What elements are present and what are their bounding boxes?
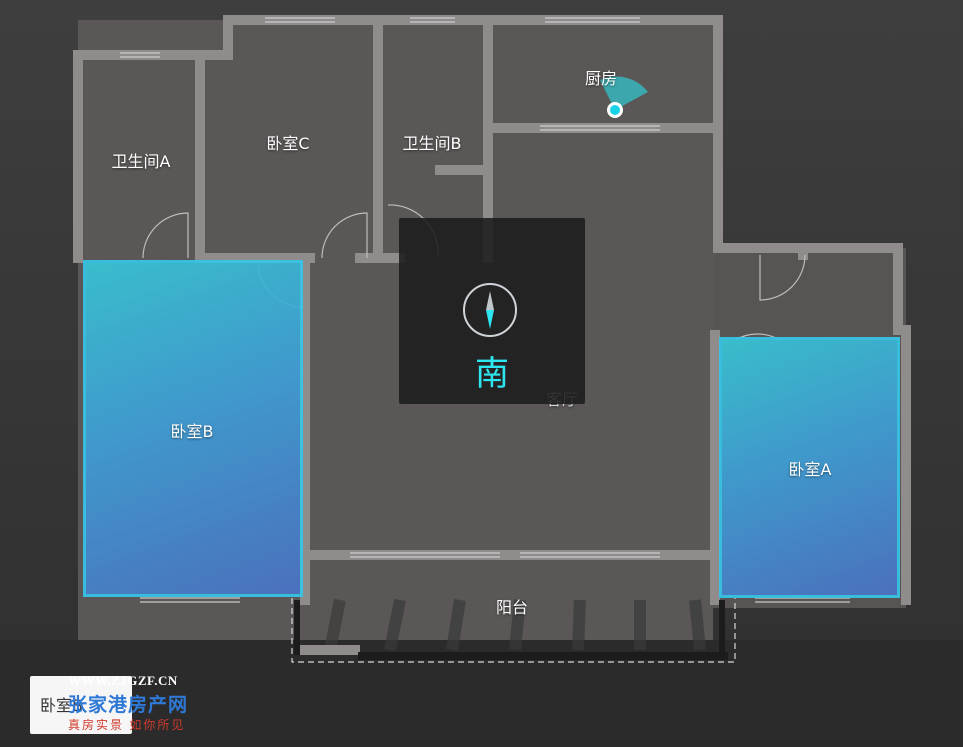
balcony-outline — [291, 598, 736, 663]
balcony-railing — [324, 598, 706, 652]
room-highlight-bedroom-a[interactable] — [719, 337, 900, 598]
walls — [73, 15, 911, 655]
room-label-bedroom-b[interactable]: 卧室B — [170, 422, 214, 441]
room-label-bathroom-a[interactable]: 卫生间A — [111, 152, 171, 171]
compass-icon — [463, 283, 517, 337]
watermark-url: WWW.ZJGZF.CN — [68, 673, 178, 688]
watermark-logo: 张家港房产网 — [68, 695, 189, 716]
windows — [120, 17, 850, 603]
current-room-label[interactable]: 卧室B — [40, 696, 83, 715]
watermark-tagline: 真房实景 如你所见 — [68, 718, 186, 732]
current-room-button[interactable] — [30, 676, 132, 734]
room-label-bedroom-c[interactable]: 卧室C — [266, 134, 310, 153]
room-label-bedroom-a[interactable]: 卧室A — [788, 460, 832, 479]
room-label-bathroom-b[interactable]: 卫生间B — [402, 134, 462, 153]
compass-panel: 南 — [399, 218, 585, 404]
room-label-kitchen[interactable]: 厨房 — [584, 69, 618, 88]
room-label-balcony[interactable]: 阳台 — [495, 598, 529, 617]
view-direction-cone — [600, 76, 648, 110]
compass-direction: 南 — [475, 354, 509, 394]
room-highlight-bedroom-b[interactable] — [83, 260, 303, 597]
